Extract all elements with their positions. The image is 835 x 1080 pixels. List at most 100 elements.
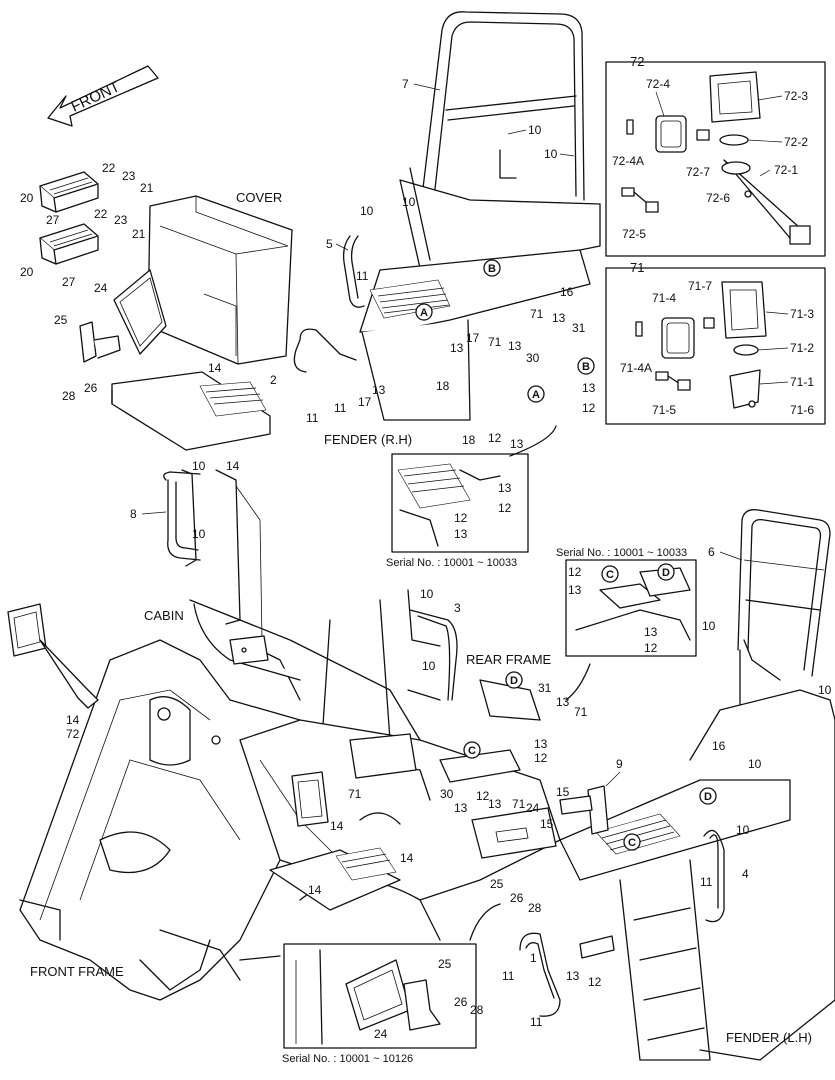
callout-6: 6 <box>708 545 715 559</box>
ref-d-2: D <box>510 675 518 687</box>
callout-10l: 10 <box>736 823 750 837</box>
callout-12e: 12 <box>568 565 582 579</box>
step-grating-lh <box>595 813 681 855</box>
inset-bottom-arrow <box>469 903 501 941</box>
callout-13c: 13 <box>508 339 522 353</box>
lamp-group-72-title: 72 <box>630 54 644 69</box>
callout-27a: 28 <box>62 389 76 403</box>
callout-28b: 27 <box>62 275 76 289</box>
serial-note-mid: Serial No. : 10001 ~ 10033 <box>556 547 687 559</box>
ref-c-2: C <box>468 745 476 757</box>
callout-29a: 30 <box>526 351 540 365</box>
callout-30a: 31 <box>572 321 586 335</box>
callout-11e: 11 <box>502 969 515 983</box>
label-front-frame: FRONT FRAME <box>30 964 124 979</box>
callout-16a: 16 <box>560 285 574 299</box>
callout-10j: 10 <box>818 683 832 697</box>
part-72-6: 72-6 <box>706 191 730 205</box>
part-71-4A: 71-4A <box>620 361 652 375</box>
callout-12c: 12 <box>498 501 512 515</box>
callout-28a: 27 <box>46 213 60 227</box>
part-72-2: 72-2 <box>784 135 808 149</box>
callout-8: 8 <box>130 507 137 521</box>
callout-15b: 15 <box>540 817 554 831</box>
callout-12a: 12 <box>582 401 596 415</box>
callout-11b: 11 <box>306 411 319 425</box>
callout-13g: 13 <box>498 481 512 495</box>
callout-10h: 10 <box>422 659 436 673</box>
callout-12f: 12 <box>644 641 658 655</box>
label-cover: COVER <box>236 190 282 205</box>
callout-22a: 22 <box>102 161 116 175</box>
serial-note-top: Serial No. : 10001 ~ 10033 <box>386 557 517 569</box>
part-72-4A: 72-4A <box>612 154 644 168</box>
callout-11f: 11 <box>530 1015 543 1029</box>
step-20-lower <box>39 223 99 265</box>
callout-27b: 28 <box>528 901 542 915</box>
inset-top: Serial No. : 10001 ~ 10033 <box>386 453 529 569</box>
front-arrow-icon: FRONT <box>47 65 159 127</box>
lamp-group-71: 71 71-4 71-7 71-3 71-2 71-4A 71-1 71-5 7… <box>605 260 826 425</box>
inset-top-arrow <box>509 425 557 457</box>
callout-12b: 12 <box>488 431 502 445</box>
callout-10f: 10 <box>192 527 206 541</box>
callout-4: 4 <box>742 867 749 881</box>
callout-13e: 13 <box>582 381 596 395</box>
callout-18a: 18 <box>436 379 450 393</box>
step-grating-cover <box>199 381 267 417</box>
lamp-group-72: 72 72-4 72-3 72-2 72-4A 72-7 72-1 72-6 7… <box>605 54 826 257</box>
callout-5: 5 <box>326 237 333 251</box>
callout-10a: 10 <box>528 123 542 137</box>
callout-13d: 13 <box>372 383 386 397</box>
part-72-7: 72-7 <box>686 165 710 179</box>
callout-22b: 22 <box>94 207 108 221</box>
callout-1: 1 <box>530 951 537 965</box>
callout-10b: 10 <box>544 147 558 161</box>
callout-23a: 23 <box>122 169 136 183</box>
ref-circles: B A A B C D D C D C <box>415 259 717 851</box>
callout-10k: 10 <box>748 757 762 771</box>
serial-note-bottom: Serial No. : 10001 ~ 10126 <box>282 1053 413 1065</box>
callout-14d: 14 <box>400 851 414 865</box>
callout-21b: 21 <box>132 227 146 241</box>
label-fender-rh: FENDER (R.H) <box>324 432 412 447</box>
callout-29b: 30 <box>440 787 454 801</box>
inset-mid: Serial No. : 10001 ~ 10033 <box>556 547 697 657</box>
callout-12g: 12 <box>534 751 548 765</box>
callout-10i: 10 <box>702 619 716 633</box>
ref-b-2: B <box>582 361 590 373</box>
callout-14b: 14 <box>226 459 240 473</box>
callout-24a: 24 <box>94 281 108 295</box>
callout-25c: 25 <box>438 957 452 971</box>
part-72-1: 72-1 <box>774 163 798 177</box>
callout-14e: 14 <box>308 883 322 897</box>
callout-10c: 10 <box>402 195 416 209</box>
ref-a-2: A <box>532 389 540 401</box>
callout-10g: 10 <box>420 587 434 601</box>
ref-c-1: C <box>606 569 614 581</box>
part-71-7: 71-7 <box>688 279 712 293</box>
inset-bottom: Serial No. : 10001 ~ 10126 <box>282 943 477 1065</box>
label-fender-lh: FENDER (L.H) <box>726 1030 812 1045</box>
callout-13n: 13 <box>488 797 502 811</box>
callout-24b: 24 <box>526 801 540 815</box>
ref-d-1: D <box>662 567 670 579</box>
callout-31d: 71 <box>512 797 526 811</box>
part-72-3: 72-3 <box>784 89 808 103</box>
callout-26a: 26 <box>84 381 98 395</box>
callout-10e: 10 <box>192 459 206 473</box>
callout-24c: 24 <box>374 1027 388 1041</box>
callout-25a: 25 <box>54 313 68 327</box>
label-cabin: CABIN <box>144 608 184 623</box>
rear-frame <box>239 679 561 941</box>
fender-lh-assembly <box>519 509 835 1061</box>
callout-14f: 14 <box>66 713 80 727</box>
callout-13j: 13 <box>644 625 658 639</box>
callout-14a: 14 <box>208 361 222 375</box>
callout-25b: 25 <box>490 877 504 891</box>
callout-11d: 11 <box>700 875 713 889</box>
callout-26b: 26 <box>510 891 524 905</box>
part-72-5: 72-5 <box>622 227 646 241</box>
